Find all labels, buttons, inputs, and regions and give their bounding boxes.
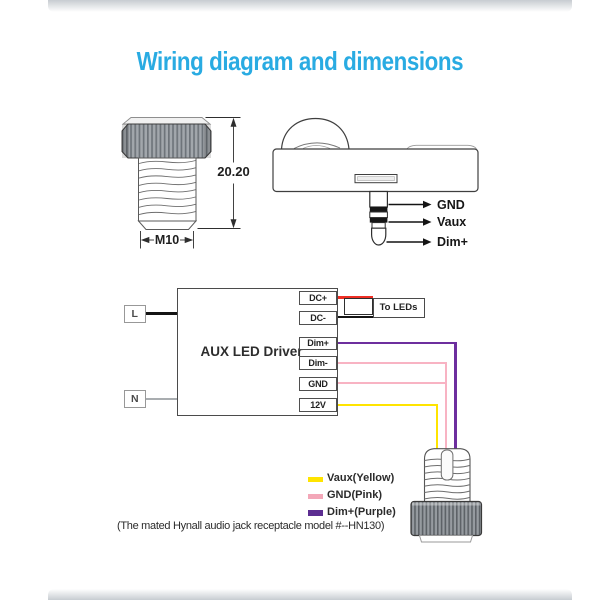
- height-dimension-label: 20.20: [217, 164, 250, 179]
- pin-label-dim-plus: Dim+: [437, 235, 468, 249]
- page-title-text: Wiring diagram and dimensions: [136, 46, 464, 76]
- vaux-12v-wire-vertical: [436, 403, 439, 451]
- pin-label-vaux: Vaux: [437, 215, 467, 229]
- neutral-input-wire: [145, 397, 177, 400]
- dc-plus-wire: [338, 296, 373, 299]
- gnd-wire-horizontal: [338, 381, 447, 384]
- dim-plus-wire-horizontal: [338, 342, 457, 345]
- aux-led-driver-label: AUX LED Driver: [200, 344, 303, 359]
- led-connector-box: [344, 297, 373, 315]
- audio-jack-plug: [369, 190, 388, 246]
- dc-minus-wire: [338, 315, 373, 319]
- sensor-dome: [280, 117, 350, 150]
- page-title: Wiring diagram and dimensions: [0, 46, 600, 77]
- pin-label-gnd: GND: [437, 197, 465, 212]
- dim-minus-wire-horizontal: [338, 361, 447, 364]
- sensor-slot: [354, 174, 398, 184]
- line-input-wire: [145, 312, 177, 315]
- terminal-line: L: [124, 304, 146, 323]
- sensor-side-view: [272, 117, 479, 193]
- terminal-dc-plus: DC+: [299, 291, 337, 305]
- legend-label-vaux: Vaux(Yellow): [327, 471, 395, 484]
- bottom-divider-bar: [48, 589, 572, 600]
- terminal-dc-minus: DC-: [299, 310, 337, 325]
- footnote: (The mated Hynall audio jack receptacle …: [117, 520, 385, 532]
- receptacle-nut: [410, 500, 483, 537]
- legend-swatch-pink: [308, 493, 323, 499]
- terminal-dim-plus: Dim+: [299, 336, 337, 350]
- terminal-dim-minus: Dim-: [299, 356, 337, 370]
- legend-swatch-yellow: [308, 476, 323, 482]
- terminal-neutral: N: [124, 389, 146, 408]
- pin-callout-arrows: [386, 200, 432, 246]
- sensor-body: [272, 148, 479, 193]
- legend-label-gnd: GND(Pink): [327, 488, 382, 501]
- receptacle-slot: [440, 449, 454, 481]
- to-leds-box: To LEDs: [372, 298, 425, 318]
- receptacle-drawing: [410, 448, 483, 543]
- legend-swatch-purple: [308, 510, 323, 516]
- dim-plus-wire-vertical: [454, 342, 457, 451]
- top-divider-bar: [48, 0, 572, 12]
- thread-dimension-label: M10: [154, 232, 180, 247]
- m10-screw-drawing: [121, 117, 212, 230]
- terminal-12v: 12V: [299, 398, 337, 412]
- vaux-12v-wire-horizontal: [338, 403, 439, 407]
- dim-minus-wire-vertical: [444, 361, 447, 451]
- legend-label-dim-plus: Dim+(Purple): [327, 505, 396, 518]
- aux-led-driver-box: [177, 288, 338, 416]
- terminal-gnd: GND: [299, 376, 337, 391]
